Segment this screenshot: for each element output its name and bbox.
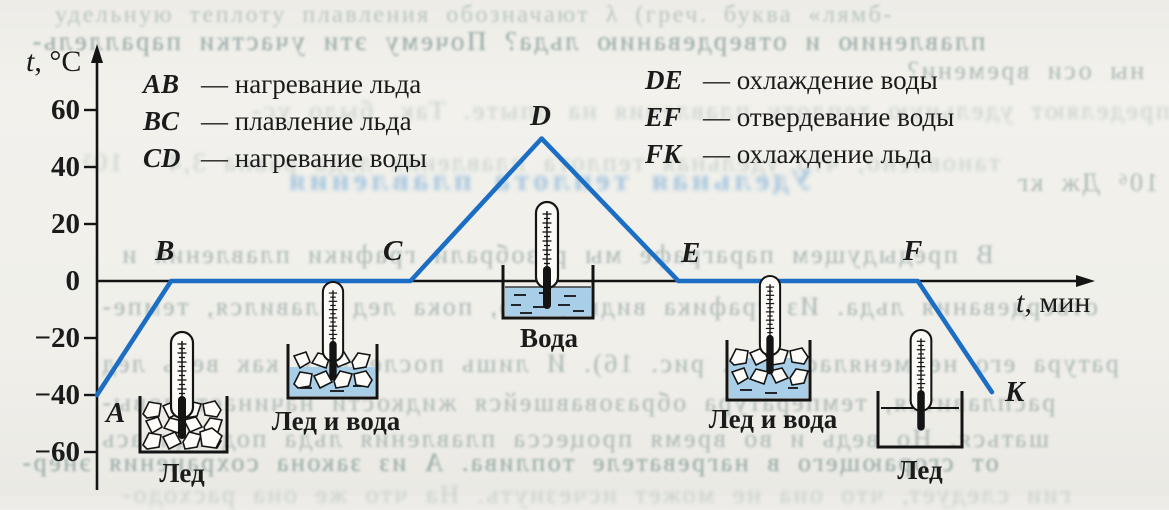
legend-item-AB: AB — нагревание льда xyxy=(143,66,427,103)
x-axis-title: t, мин xyxy=(1016,287,1090,319)
beaker-caption-ice-water-2: Лед и вода xyxy=(708,404,838,434)
legend-item-BC: BC — плавление льда xyxy=(143,103,427,140)
point-label-F: F xyxy=(903,235,923,267)
chart-labels: t, °C t, мин 60 40 20 0 −20 −40 −60 AB —… xyxy=(26,46,1090,489)
point-label-D: D xyxy=(530,100,551,132)
beaker-caption-ice-1: Лед xyxy=(159,458,205,488)
legend-description: — охлаждение воды xyxy=(703,65,938,95)
y-tick-40: 40 xyxy=(51,151,80,183)
legend-description: — нагревание воды xyxy=(201,143,427,173)
legend-segment: BC xyxy=(143,106,180,136)
legend-description: — плавление льда xyxy=(201,106,412,136)
legend-item-CD: CD — нагревание воды xyxy=(143,140,427,177)
beaker-caption-ice-water-1: Лед и вода xyxy=(271,406,401,436)
legend-segment: FK xyxy=(645,139,682,169)
legend-item-EF: EF — отвердевание воды xyxy=(645,99,954,136)
bleed-through-line: удельную теплоту плавления обозначают λ … xyxy=(55,2,894,28)
legend-item-DE: DE — охлаждение воды xyxy=(645,62,954,99)
y-tick-m40: −40 xyxy=(34,379,80,411)
point-label-E: E xyxy=(681,237,701,269)
point-label-C: C xyxy=(383,235,403,267)
water-dashes xyxy=(511,292,584,314)
y-tick-20: 20 xyxy=(51,208,80,240)
y-tick-m60: −60 xyxy=(34,436,80,468)
temperature-curve xyxy=(94,136,995,398)
y-axis-variable: t xyxy=(26,45,35,78)
beaker-ice-1 xyxy=(138,396,229,454)
y-axis-title: t, °C xyxy=(26,46,81,78)
point-label-K: K xyxy=(1005,376,1025,408)
x-axis-unit: , мин xyxy=(1024,286,1091,319)
x-axis-variable: t xyxy=(1016,286,1025,319)
point-label-A: A xyxy=(106,397,126,429)
legend-left-column: AB — нагревание льда BC — плавление льда… xyxy=(143,66,427,177)
legend-segment: DE xyxy=(645,65,683,95)
y-tick-60: 60 xyxy=(51,94,80,126)
legend-segment: AB xyxy=(143,69,180,99)
legend-segment: EF xyxy=(645,102,682,132)
legend-item-FK: FK — охлаждение льда xyxy=(645,136,954,173)
y-tick-0: 0 xyxy=(65,265,81,297)
legend-segment: CD xyxy=(143,143,181,173)
y-axis-arrow xyxy=(91,44,103,63)
legend-description: — нагревание льда xyxy=(201,69,422,99)
beaker-ice-water-1 xyxy=(286,344,379,400)
figure-16-chart xyxy=(84,44,1095,490)
y-axis-unit: , °C xyxy=(34,45,82,78)
legend-right-column: DE — охлаждение воды EF — отвердевание в… xyxy=(645,62,954,173)
point-label-B: B xyxy=(155,235,175,267)
x-axis-arrow xyxy=(1076,275,1095,287)
beaker-caption-water: Вода xyxy=(520,323,578,353)
legend-description: — отвердевание воды xyxy=(703,102,955,132)
beaker-caption-ice-2: Лед xyxy=(897,455,943,485)
y-tick-m20: −20 xyxy=(34,322,80,354)
legend-description: — охлаждение льда xyxy=(703,139,933,169)
bleed-through-layer: удельную теплоту плавления обозначают λ … xyxy=(20,2,1169,509)
